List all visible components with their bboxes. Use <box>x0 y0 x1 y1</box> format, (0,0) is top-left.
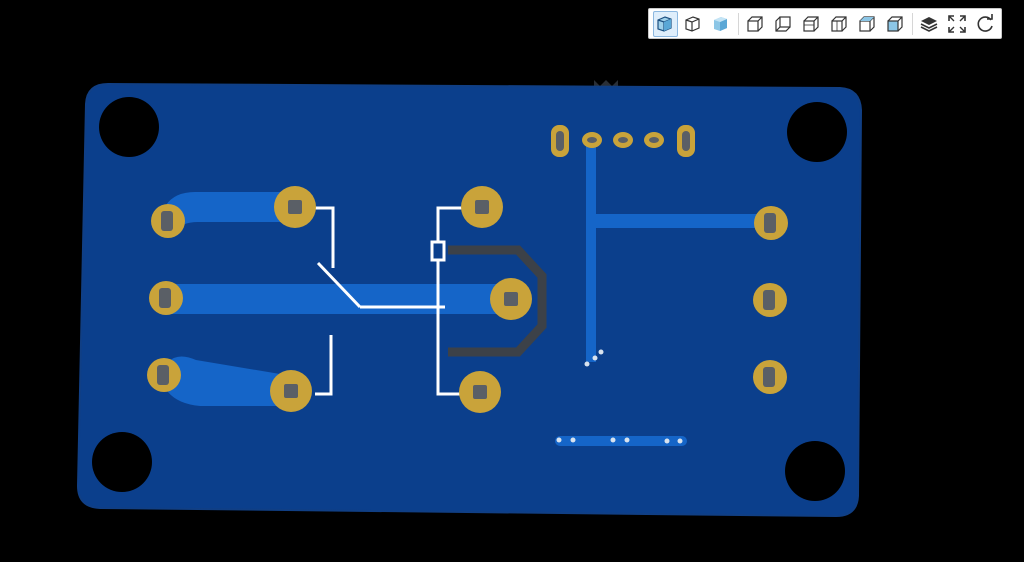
large-pads <box>270 186 532 413</box>
view-left-button[interactable] <box>798 11 823 37</box>
toolbar-separator <box>911 12 913 35</box>
mounting-hole-bottom-right <box>785 441 845 501</box>
cube-left-icon <box>803 15 819 32</box>
view-toolbar <box>648 8 1002 39</box>
vias <box>556 349 683 444</box>
view-3d-solid-button[interactable] <box>709 11 734 37</box>
terminal-pads-right <box>753 206 788 394</box>
layers-button[interactable] <box>916 11 941 37</box>
terminal-pads-left <box>147 204 185 392</box>
view-front-button[interactable] <box>742 11 767 37</box>
reset-rotation-button[interactable] <box>972 11 997 37</box>
silkscreen-relay-symbol <box>315 206 467 396</box>
header-pads <box>551 125 695 157</box>
layers-icon <box>920 16 937 32</box>
mounting-hole-bottom-left <box>92 432 152 492</box>
cube-solid-icon <box>714 16 728 31</box>
cube-shaded-icon <box>657 15 672 32</box>
view-3d-wire-button[interactable] <box>681 11 706 37</box>
view-bottom-button[interactable] <box>883 11 908 37</box>
cube-bottom-icon <box>887 15 904 32</box>
cube-outline-icon <box>685 15 700 32</box>
mounting-hole-top-left <box>99 97 159 157</box>
mounting-hole-top-right <box>787 102 847 162</box>
view-3d-iso-button[interactable] <box>652 10 678 37</box>
copper-traces-right <box>555 140 770 446</box>
fullscreen-button[interactable] <box>944 11 969 37</box>
cube-right-icon <box>831 15 847 32</box>
fullscreen-icon <box>947 14 966 33</box>
cube-back-icon <box>775 15 791 32</box>
cube-front-icon <box>746 15 763 32</box>
rotate-icon <box>977 13 993 32</box>
view-right-button[interactable] <box>827 11 852 37</box>
view-back-button[interactable] <box>770 11 795 37</box>
relay-outline <box>448 245 547 357</box>
view-top-button[interactable] <box>855 11 880 37</box>
cube-top-icon <box>859 15 875 32</box>
toolbar-separator <box>737 12 739 35</box>
